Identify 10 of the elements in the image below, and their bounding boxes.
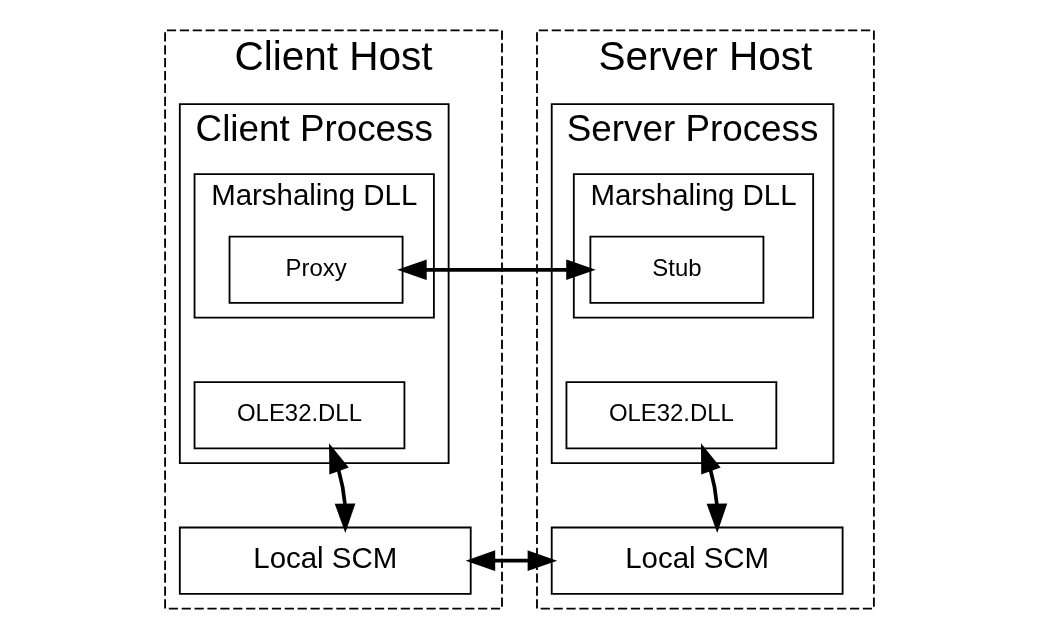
arrow — [329, 443, 356, 534]
node-box: Proxy — [228, 235, 404, 304]
node-box: Local SCM — [550, 526, 844, 595]
node-box: OLE32.DLL — [565, 381, 778, 450]
node-box: Stub — [589, 235, 765, 304]
node-box: Local SCM — [178, 526, 472, 595]
arrow — [397, 259, 596, 281]
arrow — [700, 443, 728, 534]
node-box: OLE32.DLL — [193, 381, 406, 450]
arrow — [465, 550, 558, 571]
